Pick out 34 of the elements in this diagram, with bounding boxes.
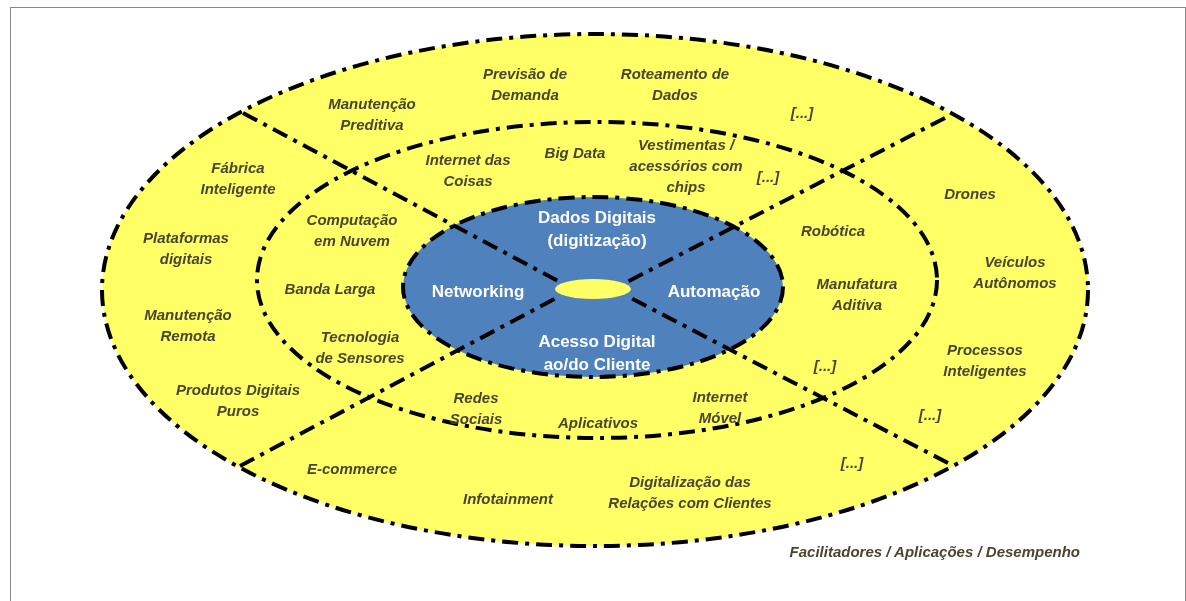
ring-label: [...] (812, 355, 838, 376)
ring-label: Manufatura Aditiva (815, 274, 899, 315)
ring-label: Tecnologia de Sensores (314, 327, 406, 368)
footer-caption: Facilitadores / Aplicações / Desempenho (789, 543, 1080, 560)
ring-label: E-commerce (305, 458, 398, 479)
ring-label: Manutenção Remota (143, 305, 233, 346)
ring-label: Banda Larga (283, 278, 377, 299)
ring-label: Infotainment (462, 488, 555, 509)
ring-label: Internet Móvel (691, 387, 749, 428)
ring-label: Plataformas digitais (142, 228, 230, 269)
core-label: Automação (666, 280, 762, 303)
ring-label: Aplicativos (557, 412, 639, 433)
ring-label: Robótica (799, 220, 867, 241)
ring-label: Drones (943, 183, 997, 204)
ring-label: Redes Sociais (448, 388, 504, 429)
ring-label: Produtos Digitais Puros (174, 380, 302, 421)
ring-label: Processos Inteligentes (942, 340, 1028, 381)
ring-label: [...] (755, 166, 781, 187)
ring-label: Veículos Autônomos (972, 252, 1058, 293)
ring-label: [...] (839, 452, 865, 473)
ring-label: [...] (789, 102, 815, 123)
ring-label: Internet das Coisas (424, 150, 512, 191)
core-label: Acesso Digital ao/do Cliente (537, 331, 657, 376)
ring-label: Big Data (543, 142, 607, 163)
ring-label: Manutenção Preditiva (327, 94, 417, 135)
core-label: Networking (430, 280, 526, 303)
ring-label: [...] (917, 404, 943, 425)
ring-label: Previsão de Demanda (481, 64, 569, 105)
ring-label: Vestimentas / acessórios com chips (628, 134, 744, 197)
core-label: Dados Digitais (digitização) (536, 207, 658, 252)
ring-label: Computação em Nuvem (305, 210, 399, 251)
ring-label: Fábrica Inteligente (199, 158, 277, 199)
ring-label: Roteamento de Dados (619, 64, 731, 105)
ring-label: Digitalização das Relações com Clientes (607, 472, 773, 513)
